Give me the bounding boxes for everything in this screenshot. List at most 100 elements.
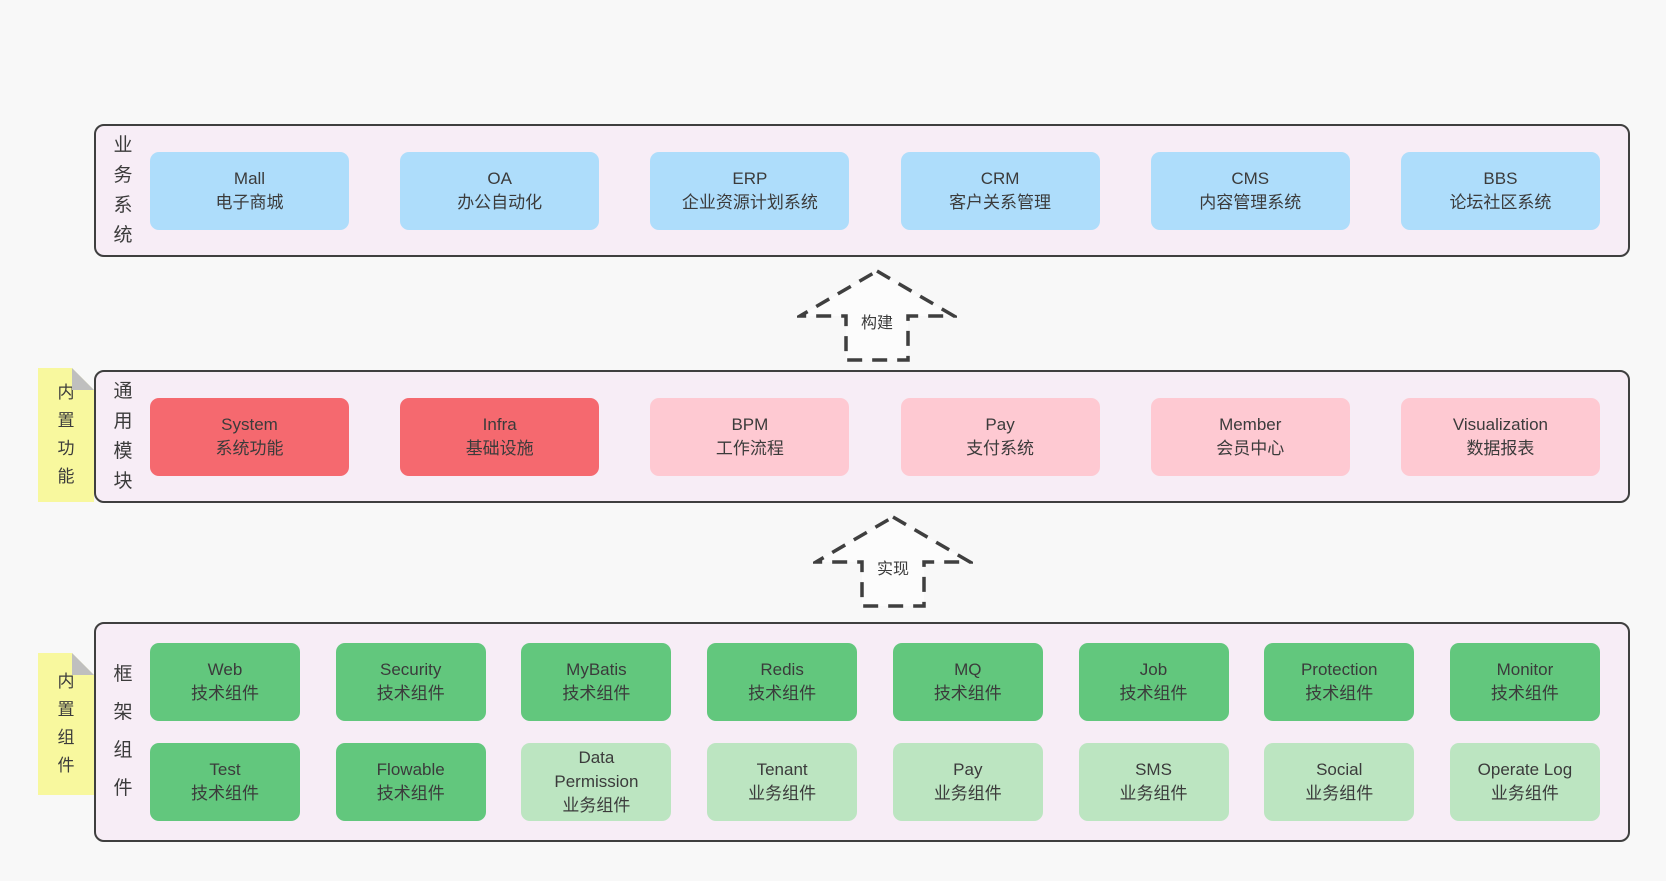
box-title: CRM — [980, 168, 1020, 188]
arrow-implement-label: 实现 — [876, 561, 910, 579]
box-title: Member — [1219, 414, 1282, 434]
box-title: Pay — [953, 760, 983, 779]
box-subtitle: 技术组件 — [1119, 684, 1188, 703]
band-business-systems: 业务系统 Mall 电子商城 OA 办公自动化 ERP 企业资源计划系统 CRM… — [94, 124, 1630, 257]
box-mall: Mall 电子商城 — [150, 151, 349, 230]
box-test: Test 技术组件 — [150, 743, 300, 821]
box-operate-log: Operate Log 业务组件 — [1449, 743, 1600, 821]
box-sms: SMS 业务组件 — [1078, 743, 1229, 821]
box-crm: CRM 客户关系管理 — [900, 151, 1100, 230]
box-title: Operate Log — [1477, 760, 1573, 779]
box-title: Infra — [482, 414, 517, 434]
box-title: System — [221, 414, 278, 434]
box-subtitle: 业务组件 — [1305, 784, 1374, 803]
component-row-2: Test 技术组件 Flowable 技术组件 Data Permission … — [150, 743, 1600, 821]
box-social: Social 业务组件 — [1264, 743, 1415, 821]
box-subtitle: 技术组件 — [376, 684, 445, 703]
dashed-up-arrow-icon — [797, 268, 957, 362]
box-subtitle: 电子商城 — [215, 192, 284, 212]
band-common-modules: 通用模块 System 系统功能 Infra 基础设施 BPM 工作流程 Pay… — [94, 370, 1630, 503]
box-title: Data Permission — [554, 748, 639, 791]
box-cms: CMS 内容管理系统 — [1150, 151, 1350, 230]
band-label-column: 框架组件 — [96, 624, 150, 840]
box-title: Pay — [985, 414, 1015, 434]
band-title-common-modules: 通用模块 — [113, 380, 133, 492]
dashed-up-arrow-icon — [813, 514, 973, 608]
box-title: OA — [487, 168, 512, 188]
box-subtitle: 会员中心 — [1216, 438, 1285, 458]
box-title: Flowable — [376, 760, 445, 779]
box-title: Job — [1139, 660, 1168, 679]
box-redis: Redis 技术组件 — [707, 643, 858, 721]
box-subtitle: 办公自动化 — [457, 192, 543, 212]
box-title: Visualization — [1452, 414, 1548, 434]
box-subtitle: 业务组件 — [748, 784, 817, 803]
box-member: Member 会员中心 — [1150, 397, 1350, 476]
box-pay-component: Pay 业务组件 — [892, 743, 1043, 821]
box-system: System 系统功能 — [150, 397, 349, 476]
box-erp: ERP 企业资源计划系统 — [650, 151, 850, 230]
band-content: Web 技术组件 Security 技术组件 MyBatis 技术组件 Redi… — [150, 624, 1628, 840]
box-subtitle: 业务组件 — [1490, 784, 1559, 803]
band-title-business-systems: 业务系统 — [113, 134, 133, 246]
box-title: MQ — [954, 660, 982, 679]
component-row-1: Web 技术组件 Security 技术组件 MyBatis 技术组件 Redi… — [150, 643, 1600, 721]
box-title: Social — [1316, 760, 1363, 779]
box-subtitle: 技术组件 — [191, 684, 259, 703]
band-title-framework-components: 框架组件 — [113, 664, 133, 799]
arrow-implement: 实现 — [813, 514, 973, 609]
sticky-note-built-in-components: 内置组件 — [38, 653, 94, 795]
box-subtitle: 技术组件 — [191, 784, 259, 803]
band-framework-components: 框架组件 Web 技术组件 Security 技术组件 MyBatis 技术组件… — [94, 622, 1630, 842]
box-subtitle: 技术组件 — [1305, 684, 1374, 703]
box-subtitle: 业务组件 — [933, 784, 1002, 803]
box-title: BBS — [1483, 168, 1518, 188]
box-tenant: Tenant 业务组件 — [707, 743, 858, 821]
box-subtitle: 技术组件 — [748, 684, 817, 703]
box-title: BPM — [731, 414, 769, 434]
box-subtitle: 技术组件 — [1490, 684, 1559, 703]
box-title: Monitor — [1496, 660, 1554, 679]
box-subtitle: 企业资源计划系统 — [681, 192, 818, 212]
box-subtitle: 论坛社区系统 — [1449, 192, 1552, 212]
box-subtitle: 业务组件 — [1119, 784, 1188, 803]
sticky-note-built-in-features: 内置功能 — [38, 368, 94, 502]
box-visualization: Visualization 数据报表 — [1400, 397, 1600, 476]
sticky-note-text: 内置组件 — [57, 672, 75, 775]
box-title: ERP — [732, 168, 768, 188]
box-subtitle: 业务组件 — [562, 796, 631, 815]
box-monitor: Monitor 技术组件 — [1449, 643, 1600, 721]
box-subtitle: 客户关系管理 — [949, 192, 1052, 212]
box-protection: Protection 技术组件 — [1264, 643, 1415, 721]
box-bbs: BBS 论坛社区系统 — [1400, 151, 1600, 230]
box-mq: MQ 技术组件 — [892, 643, 1043, 721]
band-content: Mall 电子商城 OA 办公自动化 ERP 企业资源计划系统 CRM 客户关系… — [150, 126, 1628, 255]
band-label-column: 通用模块 — [96, 372, 150, 501]
box-title: CMS — [1231, 168, 1270, 188]
box-title: Mall — [233, 168, 266, 188]
box-title: Security — [379, 660, 442, 679]
box-title: Web — [207, 660, 243, 679]
box-job: Job 技术组件 — [1078, 643, 1229, 721]
band-content: System 系统功能 Infra 基础设施 BPM 工作流程 Pay 支付系统… — [150, 372, 1628, 501]
box-pay-system: Pay 支付系统 — [900, 397, 1100, 476]
box-title: SMS — [1135, 760, 1172, 779]
box-title: Protection — [1300, 660, 1378, 679]
box-subtitle: 内容管理系统 — [1199, 192, 1302, 212]
box-web: Web 技术组件 — [150, 643, 300, 721]
sticky-note-text: 内置功能 — [57, 383, 75, 486]
box-subtitle: 数据报表 — [1466, 438, 1535, 458]
box-subtitle: 技术组件 — [376, 784, 445, 803]
band-label-column: 业务系统 — [96, 126, 150, 255]
box-title: MyBatis — [566, 660, 627, 679]
box-subtitle: 基础设施 — [465, 438, 534, 458]
box-bpm: BPM 工作流程 — [650, 397, 850, 476]
box-subtitle: 系统功能 — [215, 438, 284, 458]
box-title: Test — [209, 760, 241, 779]
box-subtitle: 工作流程 — [715, 438, 784, 458]
box-flowable: Flowable 技术组件 — [335, 743, 486, 821]
box-security: Security 技术组件 — [335, 643, 486, 721]
arrow-build: 构建 — [797, 268, 957, 363]
box-subtitle: 技术组件 — [562, 684, 631, 703]
box-subtitle: 技术组件 — [933, 684, 1002, 703]
